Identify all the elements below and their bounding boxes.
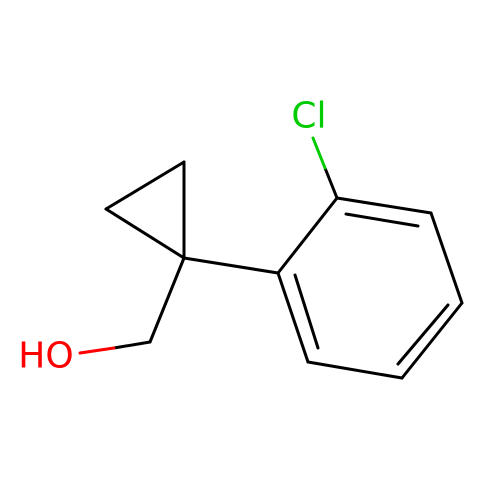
bond-ring-c2-c3 (335, 196, 433, 215)
bond-ring-inner-double-right (396, 303, 450, 366)
bond-ring-c6-c1 (276, 271, 310, 364)
bond-ring-c3-c4 (429, 211, 464, 305)
bond-quaternary-to-ch2 (148, 256, 186, 344)
bond-ring-c4-c5 (400, 301, 464, 380)
atom-label-chlorine: Cl (291, 96, 326, 137)
bond-quaternary-to-aryl (182, 256, 280, 275)
bond-ring-inner-double-left (293, 273, 320, 350)
bond-ch2-to-oxygen-carbon-half (112, 340, 152, 350)
bond-aryl-to-chlorine-chlorine-half (311, 136, 327, 170)
bond-ch2-to-oxygen-oxygen-half (78, 346, 116, 355)
bond-cyclopropane-top (104, 160, 186, 211)
bond-aryl-to-chlorine-carbon-half (323, 166, 339, 200)
atom-label-hydroxyl: HO (18, 336, 73, 377)
bond-ring-inner-double-top (344, 212, 420, 228)
bond-cyclopropane-left (104, 207, 186, 260)
bond-ring-c1-c2 (276, 196, 339, 275)
bond-ring-c5-c6 (306, 360, 404, 380)
